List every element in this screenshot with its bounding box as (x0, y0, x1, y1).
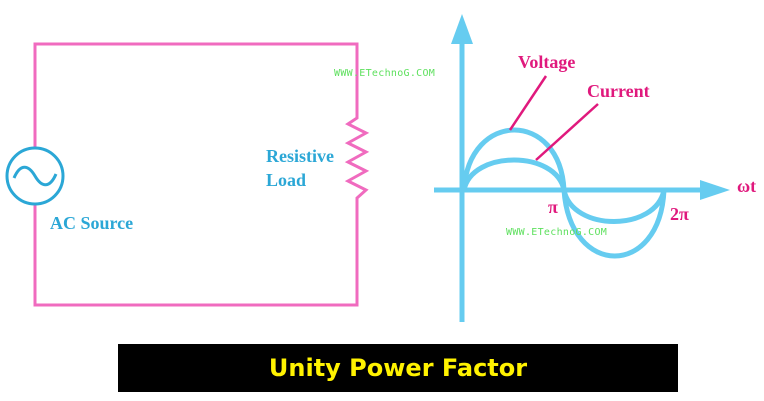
current-wave (461, 157, 667, 224)
watermark-bottom: WWW.ETechnoG.COM (506, 227, 608, 238)
waveforms (461, 127, 667, 259)
label-pointers (508, 75, 599, 161)
voltage-label: Voltage (518, 52, 576, 72)
x-axis-label: ωt (737, 176, 757, 196)
resistive-load-label: Resistive Load (266, 145, 334, 191)
load-label-line1: Resistive (266, 146, 334, 166)
title-banner-text: Unity Power Factor (268, 354, 528, 382)
circuit-wires (33, 42, 370, 307)
tick-label-pi: π (548, 197, 558, 217)
ac-source-symbol (5, 146, 65, 206)
tick-label-2pi: 2π (670, 204, 689, 224)
wire-left-bottom (33, 202, 359, 307)
current-label: Current (587, 81, 650, 101)
ac-source-wave (12, 165, 58, 187)
watermark-top: WWW.ETechnoG.COM (334, 68, 436, 79)
voltage-pointer (508, 75, 548, 131)
ac-source-circle (5, 146, 65, 206)
load-label-line2: Load (266, 170, 307, 190)
current-pointer (535, 103, 599, 161)
ac-source-label: AC Source (50, 213, 134, 233)
wire-left-top (33, 42, 359, 150)
title-banner: Unity Power Factor (118, 344, 678, 392)
graph-axes (434, 38, 704, 322)
x-axis-arrowhead (700, 180, 730, 200)
y-axis-arrowhead (451, 14, 473, 44)
resistor-zigzag (344, 110, 370, 208)
